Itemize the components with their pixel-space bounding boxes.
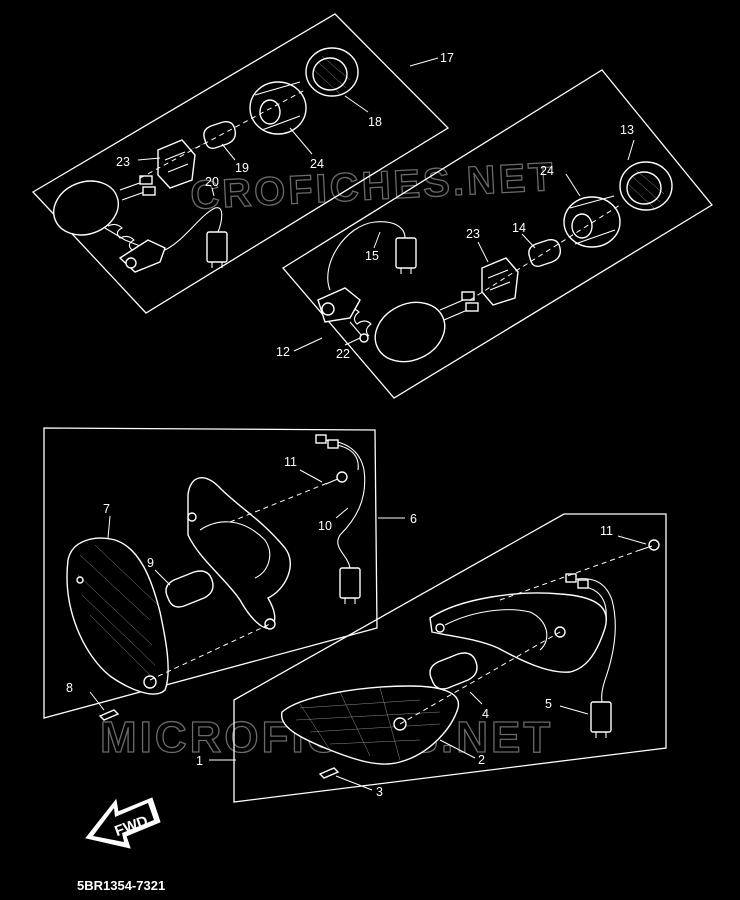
leader-15 <box>373 231 381 249</box>
fwd-arrow-icon <box>85 797 161 849</box>
leader-24a <box>289 127 313 155</box>
leader-11b <box>617 535 647 545</box>
group-12-frame <box>282 69 713 399</box>
group-6-frame <box>43 427 378 719</box>
callout-15: 15 <box>365 249 379 263</box>
leader-5 <box>559 705 589 715</box>
callout-22: 22 <box>336 347 350 361</box>
callout-6: 6 <box>410 512 417 526</box>
leader-19 <box>221 143 236 161</box>
turn-signal-assembly-1 <box>281 539 660 779</box>
leader-18 <box>344 95 369 113</box>
leader-20 <box>211 187 215 197</box>
leader-8 <box>89 691 105 711</box>
callout-11b: 11 <box>600 524 613 538</box>
leader-9 <box>154 569 171 586</box>
leader-3 <box>335 775 373 791</box>
callout-23b: 23 <box>466 227 480 241</box>
callout-24b: 24 <box>540 164 554 178</box>
callout-4: 4 <box>482 707 489 721</box>
screw-8 <box>98 709 120 721</box>
leader-17 <box>409 57 439 67</box>
leader-11a <box>299 469 323 483</box>
turn-signal-assembly-12 <box>317 161 673 363</box>
leader-7 <box>107 515 111 539</box>
leader-14 <box>521 233 536 249</box>
callout-2: 2 <box>478 753 485 767</box>
turn-signal-assembly-17 <box>53 47 359 273</box>
callout-20: 20 <box>205 175 219 189</box>
callout-3: 3 <box>376 785 383 799</box>
callout-10: 10 <box>318 519 332 533</box>
leader-24b <box>565 173 581 197</box>
callout-13: 13 <box>620 123 634 137</box>
group-1-frame <box>233 513 667 803</box>
callout-9: 9 <box>147 556 154 570</box>
callout-11a: 11 <box>284 455 297 469</box>
callout-5: 5 <box>545 697 552 711</box>
callout-17: 17 <box>440 51 454 65</box>
leader-4 <box>469 691 483 705</box>
callout-23a: 23 <box>116 155 130 169</box>
callout-7: 7 <box>103 502 110 516</box>
leader-2 <box>439 739 476 759</box>
callout-18: 18 <box>368 115 382 129</box>
callout-12: 12 <box>276 345 290 359</box>
leader-22 <box>344 337 361 346</box>
leader-10 <box>335 507 349 519</box>
callout-14: 14 <box>512 221 526 235</box>
callout-8: 8 <box>66 681 73 695</box>
callout-24a: 24 <box>310 157 324 171</box>
group-17-frame <box>31 13 450 314</box>
callout-19: 19 <box>235 161 249 175</box>
leader-12 <box>293 337 323 352</box>
turn-signal-assembly-6 <box>66 434 366 695</box>
leader-23b <box>477 241 489 263</box>
leader-23a <box>137 157 161 161</box>
drawing-code: 5BR1354-7321 <box>77 878 165 893</box>
leader-13 <box>627 139 635 161</box>
callout-1: 1 <box>196 754 203 768</box>
